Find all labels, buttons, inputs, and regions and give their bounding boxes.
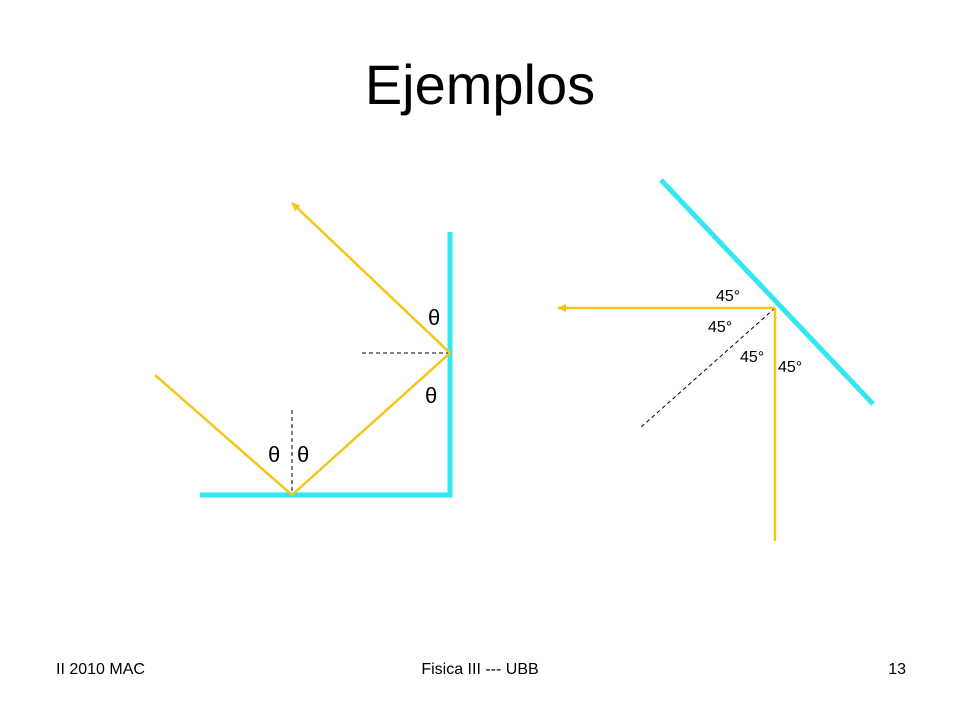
- second-reflected-ray: [291, 202, 451, 354]
- inclined-mirror-diagram: 45° 45° 45° 45°: [557, 178, 875, 541]
- angle-label-reflection: θ: [297, 442, 309, 467]
- angle-label-45-top: 45°: [716, 288, 740, 305]
- angle-label-side-lower: θ: [425, 383, 437, 408]
- angle-label-side-upper: θ: [428, 305, 440, 330]
- first-reflected-ray: [291, 352, 451, 496]
- footer-left: II 2010 MAC: [56, 661, 145, 678]
- angle-label-incidence: θ: [268, 442, 280, 467]
- normal-line-inclined: [639, 307, 776, 429]
- angle-label-45-right: 45°: [778, 359, 802, 376]
- angle-label-45-lower: 45°: [740, 349, 764, 366]
- incident-ray: [154, 374, 293, 496]
- inclined-mirror: [659, 178, 875, 406]
- footer-center: Fisica III --- UBB: [421, 661, 539, 678]
- corner-reflector-diagram: θ θ θ θ: [154, 202, 453, 498]
- slide-title: Ejemplos: [364, 53, 596, 116]
- page-number: 13: [888, 661, 906, 678]
- angle-label-45-upper: 45°: [708, 319, 732, 336]
